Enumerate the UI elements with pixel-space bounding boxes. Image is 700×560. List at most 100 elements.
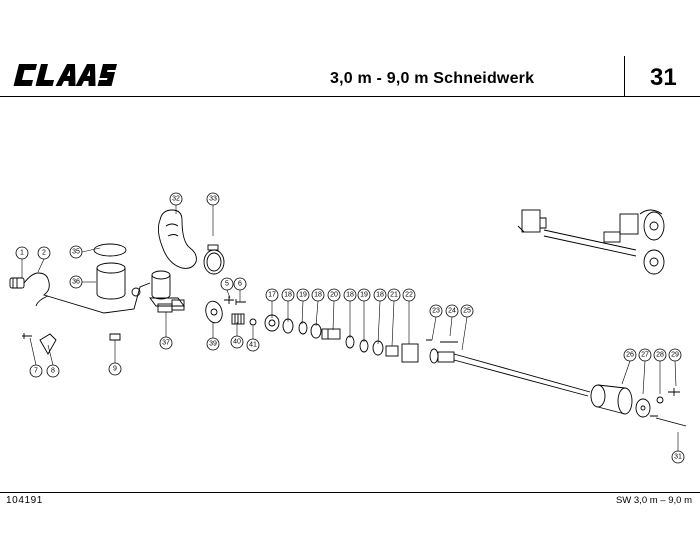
svg-text:40: 40 [233, 339, 241, 346]
retaining-ring [93, 243, 127, 257]
callout-19a: 19 [296, 288, 310, 302]
callout-6: 6 [233, 277, 247, 291]
svg-text:27: 27 [641, 352, 649, 359]
washer-screw [22, 333, 32, 339]
svg-text:32: 32 [172, 196, 180, 203]
svg-text:18: 18 [314, 292, 322, 299]
svg-text:7: 7 [34, 368, 38, 375]
svg-text:21: 21 [390, 292, 398, 299]
rubber-boot [157, 209, 197, 269]
shaft-assembly [264, 314, 419, 363]
svg-text:20: 20 [330, 292, 338, 299]
callout-8: 8 [46, 364, 60, 378]
cap-screw [668, 388, 680, 396]
assembly-overview-sketch [517, 209, 665, 275]
page-title: 3,0 m - 9,0 m Schneidwerk [330, 70, 535, 87]
callout-18d: 18 [373, 288, 387, 302]
document-number: 104191 [6, 495, 43, 506]
callout-21: 21 [387, 288, 401, 302]
callout-24: 24 [445, 304, 459, 318]
cylinder-drum [590, 384, 633, 415]
callout-17: 17 [265, 288, 279, 302]
svg-text:29: 29 [671, 352, 679, 359]
svg-text:28: 28 [656, 352, 664, 359]
leader-lines [21, 205, 679, 451]
svg-text:19: 19 [360, 292, 368, 299]
svg-text:5: 5 [225, 281, 229, 288]
header-divider [624, 56, 625, 96]
svg-text:37: 37 [162, 340, 170, 347]
hex-nut [249, 318, 257, 326]
callout-41: 41 [246, 338, 260, 352]
range-label: SW 3,0 m – 9,0 m [615, 495, 692, 506]
small-bolt [235, 299, 246, 305]
end-cap [635, 398, 651, 418]
cylinder-housing [96, 262, 126, 300]
page-number: 31 [650, 64, 677, 91]
svg-text:18: 18 [346, 292, 354, 299]
svg-text:18: 18 [376, 292, 384, 299]
svg-text:18: 18 [284, 292, 292, 299]
callout-27: 27 [638, 348, 652, 362]
svg-text:24: 24 [448, 308, 456, 315]
callout-5: 5 [220, 277, 234, 291]
svg-text:26: 26 [626, 352, 634, 359]
hose-clamp [203, 244, 225, 275]
callout-28: 28 [653, 348, 667, 362]
svg-text:6: 6 [238, 281, 242, 288]
svg-text:36: 36 [72, 279, 80, 286]
callout-31: 31 [671, 450, 685, 464]
callout-25: 25 [460, 304, 474, 318]
solenoid-valve [149, 270, 185, 313]
callout-1: 1 [15, 246, 29, 260]
flange-plate [205, 300, 223, 324]
svg-text:41: 41 [249, 342, 257, 349]
callout-20: 20 [327, 288, 341, 302]
svg-text:39: 39 [209, 341, 217, 348]
needle-bearing [231, 313, 245, 325]
washer [656, 396, 664, 404]
drive-shaft [429, 348, 591, 397]
callout-40: 40 [230, 335, 244, 349]
footer-rule [0, 492, 700, 493]
callout-2: 2 [37, 246, 51, 260]
callout-37: 37 [159, 336, 173, 350]
callout-bubbles: 1 2 35 36 32 33 5 6 37 39 40 41 7 8 9 17… [15, 192, 685, 464]
callout-23: 23 [429, 304, 443, 318]
svg-text:35: 35 [72, 249, 80, 256]
bolt [426, 339, 458, 343]
callout-7: 7 [29, 364, 43, 378]
callout-29: 29 [668, 348, 682, 362]
callout-36: 36 [69, 275, 83, 289]
svg-text:33: 33 [209, 196, 217, 203]
svg-text:22: 22 [405, 292, 413, 299]
svg-text:1: 1 [20, 250, 24, 257]
svg-text:8: 8 [51, 368, 55, 375]
svg-text:2: 2 [42, 250, 46, 257]
sensor-with-cable [9, 272, 151, 314]
svg-text:17: 17 [268, 292, 276, 299]
callout-35: 35 [69, 245, 83, 259]
callout-26: 26 [623, 348, 637, 362]
svg-text:19: 19 [299, 292, 307, 299]
callout-18c: 18 [343, 288, 357, 302]
callout-33: 33 [206, 192, 220, 206]
callout-18a: 18 [281, 288, 295, 302]
callout-22: 22 [402, 288, 416, 302]
callout-18b: 18 [311, 288, 325, 302]
callout-19b: 19 [357, 288, 371, 302]
svg-text:9: 9 [113, 366, 117, 373]
callout-9: 9 [108, 362, 122, 376]
callout-32: 32 [169, 192, 183, 206]
svg-text:25: 25 [463, 308, 471, 315]
svg-text:31: 31 [674, 454, 682, 461]
header-rule [0, 96, 700, 97]
callout-39: 39 [206, 337, 220, 351]
plug [109, 333, 121, 341]
long-screw [650, 415, 687, 427]
small-screw [224, 296, 234, 304]
bracket-clip [39, 333, 57, 355]
svg-text:23: 23 [432, 308, 440, 315]
